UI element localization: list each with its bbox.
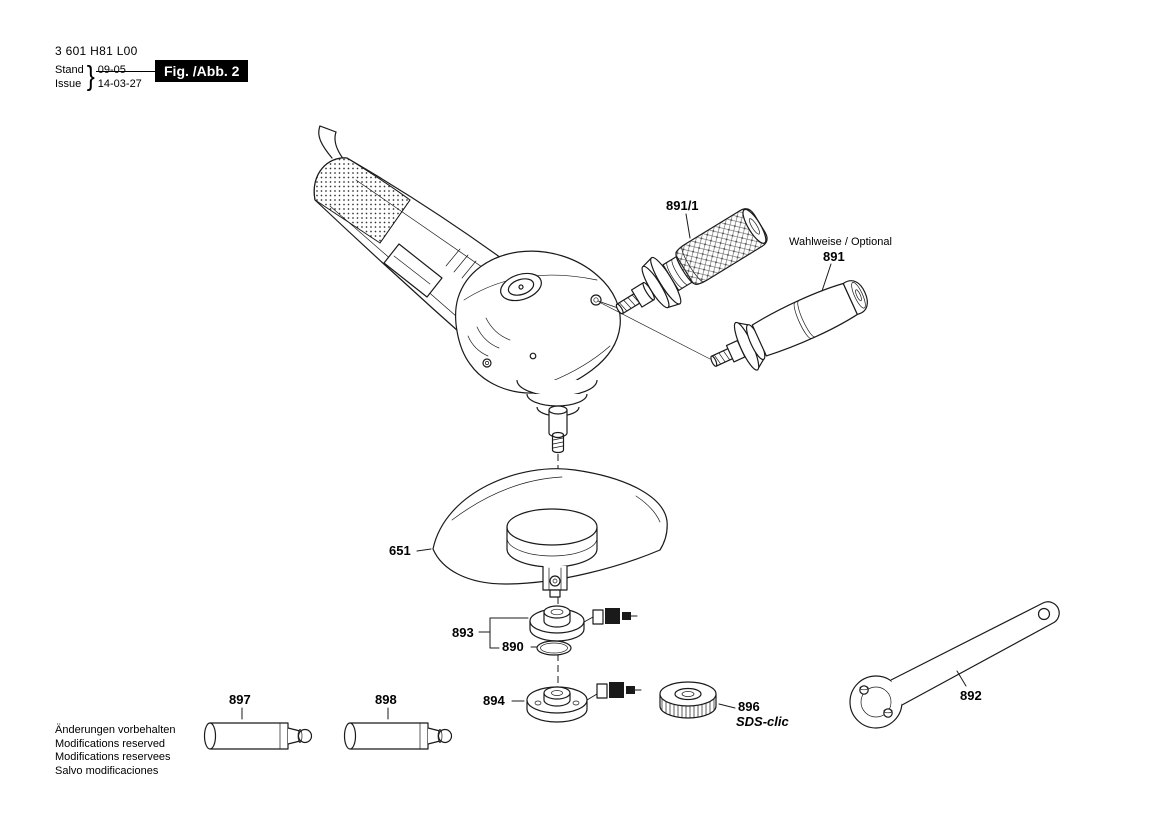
clamping-nut-896	[659, 681, 717, 719]
optional-note: Wahlweise / Optional	[789, 236, 892, 248]
legal-line-de: Änderungen vorbehalten	[55, 724, 176, 736]
callout-890: 890	[502, 639, 524, 654]
title-block: 3 601 H81 L00 Stand Issue } 09-05 14-03-…	[55, 44, 164, 92]
callout-651: 651	[389, 543, 411, 558]
type-number: 3 601 H81 L00	[55, 44, 138, 58]
callout-897: 897	[229, 692, 251, 707]
handle-mount-line	[597, 300, 619, 309]
callout-894: 894	[483, 693, 505, 708]
o-ring-890	[536, 640, 572, 656]
wheel-guard-651	[432, 468, 668, 598]
callout-898: 898	[375, 692, 397, 707]
tube-898	[343, 722, 453, 750]
callout-896-sds-clic: SDS-clic	[736, 714, 789, 729]
legal-line-es: Salvo modificaciones	[55, 764, 159, 777]
callout-892: 892	[960, 688, 982, 703]
revision-table: Stand Issue } 09-05 14-03-27	[55, 60, 164, 92]
tube-897	[203, 722, 313, 750]
legal-line-en: Modifications reserved	[55, 737, 166, 750]
leader-lines	[241, 213, 967, 720]
issue-value: 14-03-27	[97, 78, 142, 90]
callout-891-1: 891/1	[666, 198, 699, 213]
stand-value: 09-05	[95, 63, 164, 77]
aux-handle-891	[710, 280, 868, 371]
pin-wrench-892	[849, 601, 1060, 729]
backing-flange-894	[526, 686, 588, 723]
aux-handle-891-1	[615, 208, 768, 315]
figure-label: Fig. /Abb. 2	[155, 60, 249, 82]
clamp-symbol	[586, 682, 642, 701]
callout-891: 891	[823, 249, 845, 264]
callout-896: 896	[738, 699, 760, 714]
stand-label: Stand	[55, 64, 84, 76]
mounting-flange-893	[529, 605, 585, 642]
callout-893: 893	[452, 625, 474, 640]
angle-grinder-body	[313, 125, 621, 454]
clamp-symbol	[583, 608, 638, 625]
legal-note: Änderungen vorbehalten Modifications res…	[55, 724, 175, 778]
brace-glyph: }	[86, 60, 95, 92]
issue-label: Issue	[55, 78, 82, 90]
legal-line-fr: Modifications reservees	[55, 751, 171, 763]
